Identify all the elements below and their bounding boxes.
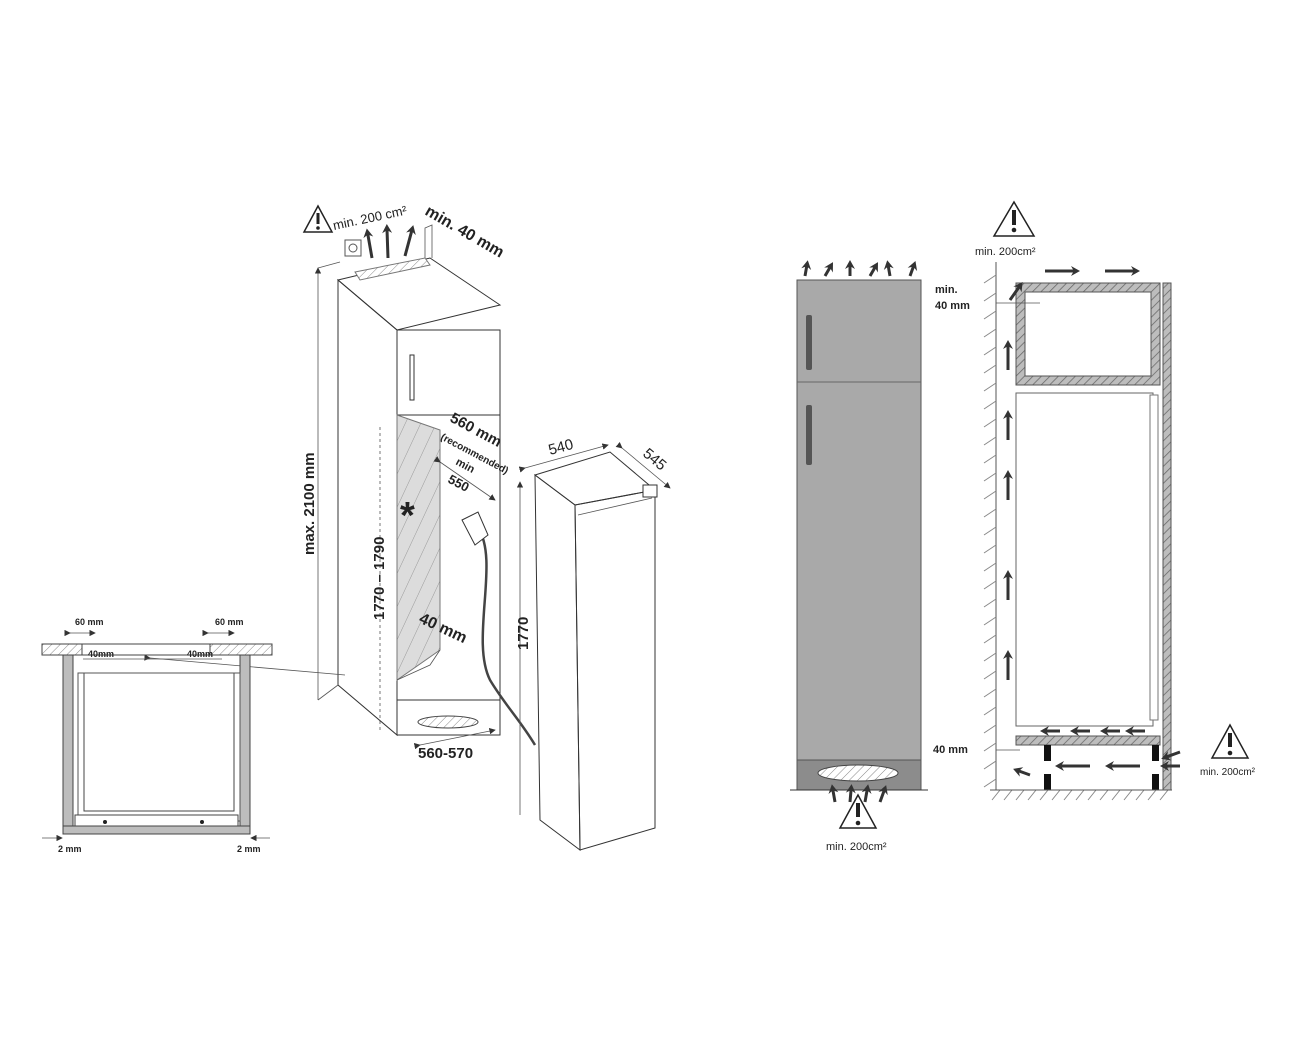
airflow-arrow-icon [1125,726,1145,736]
airflow-arrow-icon [1013,767,1031,777]
freezer-handle [806,315,812,370]
height-label: 1770 [515,617,532,650]
width-label: 540 [547,436,576,459]
vent-top-label: min. 200 cm² [332,203,409,233]
side-vent-bottom-label: min. 200cm² [1200,767,1256,778]
airflow-arrow-icon [1100,726,1120,736]
left-gap-label: 40mm [88,649,114,659]
front-ventilation-view: min. 200cm² [363,224,928,853]
cabinet-section-view: 60 mm 60 mm 40mm 40mm 2 mm 2 mm [41,617,273,854]
socket-icon [344,239,362,257]
depth-label: 545 [639,445,669,474]
front-vent-label: min. 200cm² [826,841,887,853]
plinth-width-label: 560-570 [418,745,473,762]
top-gap-line2: 40 mm [935,300,970,312]
warning-icon [1210,723,1250,759]
airflow-arrow-icon [868,262,878,277]
airflow-arrow-icon [1045,266,1080,276]
asterisk-note: * [400,495,415,537]
right-gap-label: 40mm [187,649,213,659]
airflow-arrow-icon [1160,761,1180,771]
top-gap-line1: min. [935,284,958,296]
airflow-arrow-icon [1161,750,1181,761]
airflow-arrow-icon [801,260,812,277]
side-vent-top-label: min. 200cm² [975,246,1036,258]
appliance-3d-view: 540 545 1770 [515,436,671,852]
side-ventilation-view: min. 200cm² min. 40 mm 40 mm min. 200cm² [933,200,1256,801]
fridge-handle [806,405,812,465]
airflow-arrow-icon [1055,761,1090,771]
airflow-arrow-icon [845,784,856,803]
airflow-arrow-icon [403,225,416,257]
airflow-arrow-icon [823,262,833,277]
warning-icon [302,204,334,233]
airflow-arrow-icon [1070,726,1090,736]
max-height-label: max. 2100 mm [301,452,318,555]
airflow-arrow-icon [382,224,393,259]
airflow-arrow-icon [363,228,374,259]
airflow-arrow-icon [1003,650,1013,680]
airflow-arrow-icon [861,784,872,803]
plinth-vent [417,715,479,729]
warning-icon [838,793,878,829]
airflow-arrow-icon [1105,266,1140,276]
airflow-arrow-icon [878,785,888,803]
right-offset-label: 60 mm [215,617,244,627]
airflow-arrow-icon [1003,340,1013,370]
left-offset-label: 60 mm [75,617,104,627]
airflow-arrow-icon [907,260,918,277]
right-side-gap-label: 2 mm [237,844,261,854]
airflow-arrow-icon [828,784,839,803]
airflow-arrow-icon [1040,726,1060,736]
min-width-label: 550 [446,471,472,494]
left-side-gap-label: 2 mm [58,844,82,854]
airflow-arrow-icon [1008,281,1023,301]
fridge-front [796,279,922,761]
airflow-arrow-icon [845,260,855,276]
niche-height-label: 1770 – 1790 [371,537,388,620]
airflow-arrow-icon [883,260,894,277]
airflow-arrow-icon [1003,470,1013,500]
airflow-arrow-icon [1003,410,1013,440]
airflow-arrow-icon [1003,570,1013,600]
airflow-arrow-icon [1105,761,1140,771]
bottom-gap-label: 40 mm [933,744,968,756]
plug-icon [461,511,489,546]
power-cord [476,527,537,746]
warning-icon [992,200,1036,237]
top-gap-label: min. 40 mm [422,203,507,262]
